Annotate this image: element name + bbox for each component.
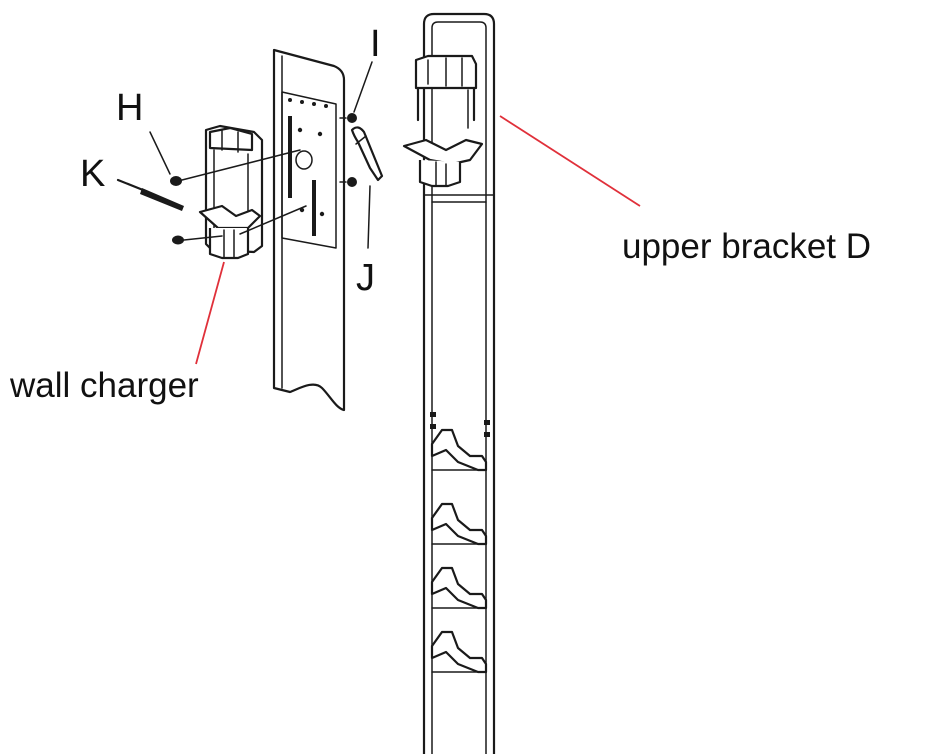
key-k <box>116 178 184 211</box>
label-h: H <box>116 87 143 129</box>
label-i: I <box>370 23 381 65</box>
leader-h <box>149 131 171 175</box>
leader-wall-charger <box>195 261 225 365</box>
hook-4 <box>430 630 488 674</box>
label-k: K <box>80 153 105 195</box>
hook-1 <box>430 428 488 472</box>
leader-upper-bracket <box>499 115 641 207</box>
hook-rack <box>430 428 488 674</box>
wall-plate <box>272 48 346 412</box>
leader-j <box>367 185 371 249</box>
leader-i <box>353 61 373 113</box>
label-wall-charger: wall charger <box>9 366 199 405</box>
wall-charger-unit <box>198 124 264 260</box>
bolt-i <box>339 113 357 123</box>
bolt-j <box>339 177 357 187</box>
label-upper-bracket-d: upper bracket D <box>622 227 871 266</box>
latch-clip <box>350 126 384 182</box>
upright-post <box>422 12 496 754</box>
screws-h <box>170 149 307 245</box>
label-j: J <box>356 257 375 299</box>
upper-bracket-d <box>402 54 484 188</box>
hook-3 <box>430 566 488 610</box>
hook-2 <box>430 502 488 546</box>
